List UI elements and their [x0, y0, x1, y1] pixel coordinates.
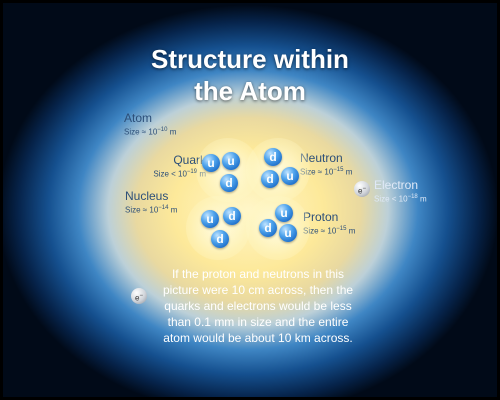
- up-quark: u: [202, 154, 220, 172]
- nucleus-name: Nucleus: [125, 189, 169, 203]
- electron-icon: e−: [131, 288, 147, 304]
- atom-name: Atom: [124, 111, 153, 125]
- proton-name: Proton: [303, 210, 339, 224]
- down-quark: d: [220, 174, 238, 192]
- electron-icon: e−: [354, 181, 370, 197]
- neutron-label: Neutron Size ≈ 10−15 m: [300, 152, 352, 178]
- up-quark: u: [222, 152, 240, 170]
- proton-label: Proton Size ≈ 10−15 m: [303, 211, 355, 237]
- electron-name: Electron: [374, 178, 419, 192]
- nucleus-label: Nucleus Size ≈ 10−14 m: [125, 190, 177, 216]
- up-quark: u: [201, 210, 219, 228]
- atom-size: Size ≈ 10−10 m: [124, 127, 177, 137]
- neutron-glow: [246, 138, 310, 202]
- neutron-size: Size ≈ 10−15 m: [300, 167, 353, 177]
- proton-size: Size ≈ 10−15 m: [303, 226, 356, 236]
- down-quark: d: [261, 170, 279, 188]
- down-quark: d: [264, 148, 282, 166]
- up-quark: u: [279, 224, 297, 242]
- down-quark: d: [211, 230, 229, 248]
- down-quark: d: [259, 219, 277, 237]
- electron-label: Electron Size < 10−18 m: [374, 179, 427, 205]
- scale-note: If the proton and neutrons in this pictu…: [162, 267, 354, 345]
- up-quark: u: [275, 204, 293, 222]
- nucleus-size: Size ≈ 10−14 m: [125, 205, 178, 215]
- electron-size: Size < 10−18 m: [374, 194, 427, 204]
- quark-size: Size < 10−19 m: [153, 169, 206, 179]
- title-line-1: Structure within: [151, 44, 349, 74]
- atom-label: Atom Size ≈ 10−10 m: [124, 112, 176, 138]
- title-line-2: the Atom: [194, 76, 306, 106]
- up-quark: u: [281, 167, 299, 185]
- down-quark: d: [223, 207, 241, 225]
- neutron-name: Neutron: [300, 151, 343, 165]
- quark-label: Quark Size < 10−19 m: [116, 154, 206, 180]
- neutron-glow: [186, 196, 250, 260]
